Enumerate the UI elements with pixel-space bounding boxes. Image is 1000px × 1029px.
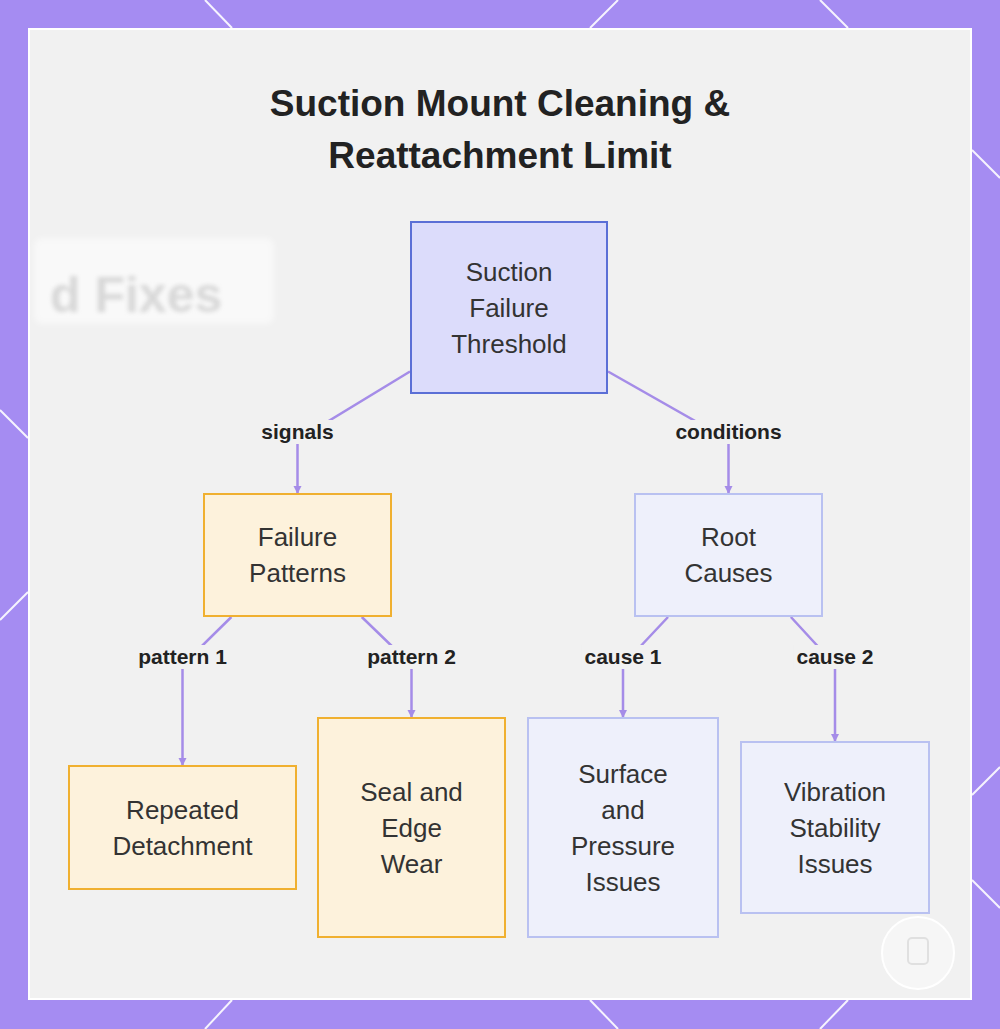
edge-label: pattern 2 bbox=[364, 645, 459, 669]
box-content: Surface and Pressure Issues bbox=[562, 756, 684, 900]
box-text: Failure Patterns bbox=[228, 519, 368, 591]
edge-label: pattern 1 bbox=[135, 645, 230, 669]
edge-label: cause 1 bbox=[581, 645, 664, 669]
box-content: Repeated Detachment bbox=[93, 792, 273, 864]
diagram-title: Suction Mount Cleaning & Reattachment Li… bbox=[230, 78, 770, 182]
concept-box: Repeated Detachment bbox=[68, 765, 297, 890]
box-text: Surface and Pressure Issues bbox=[562, 756, 684, 900]
box-content: Root Causes bbox=[664, 519, 794, 591]
concept-box: Vibration Stability Issues bbox=[740, 741, 930, 914]
edge-label: signals bbox=[258, 420, 336, 444]
box-content: Vibration Stability Issues bbox=[760, 774, 910, 882]
box-content: Suction Failure Threshold bbox=[429, 254, 589, 362]
box-text: Root Causes bbox=[664, 519, 794, 591]
connector-line bbox=[183, 617, 232, 765]
box-text: Vibration Stability Issues bbox=[760, 774, 910, 882]
edge-label: cause 2 bbox=[793, 645, 876, 669]
box-content: Failure Patterns bbox=[228, 519, 368, 591]
concept-box: Root Causes bbox=[634, 493, 823, 617]
concept-box: Suction Failure Threshold bbox=[410, 221, 608, 394]
box-text: Repeated Detachment bbox=[93, 792, 273, 864]
concept-box: Seal and Edge Wear bbox=[317, 717, 506, 938]
connector-line bbox=[791, 617, 835, 741]
box-text: Suction Failure Threshold bbox=[429, 254, 589, 362]
watermark-text: d Fixes bbox=[50, 266, 222, 324]
box-text: Seal and Edge Wear bbox=[356, 774, 468, 882]
concept-box: Failure Patterns bbox=[203, 493, 392, 617]
edge-label: conditions bbox=[672, 420, 784, 444]
box-content: Seal and Edge Wear bbox=[356, 774, 468, 882]
concept-box: Surface and Pressure Issues bbox=[527, 717, 719, 938]
